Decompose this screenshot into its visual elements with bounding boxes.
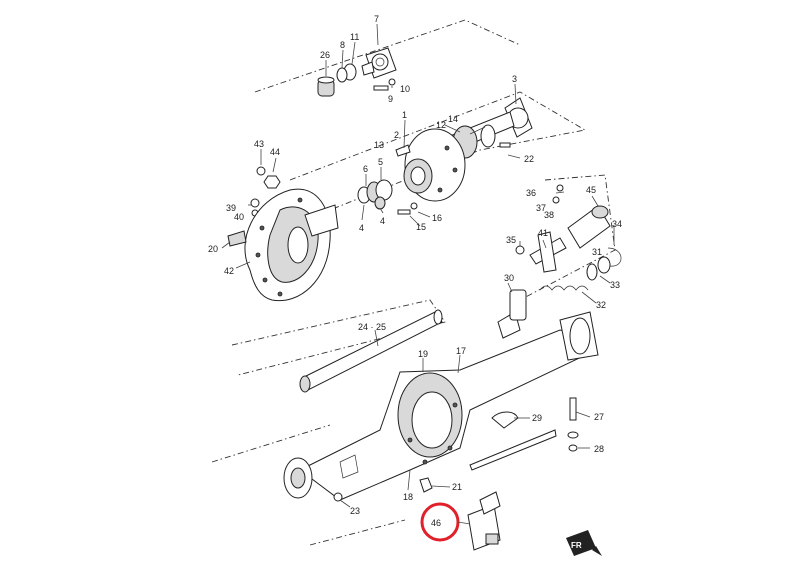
callout-4a: 4 xyxy=(359,223,364,233)
callout-18: 18 xyxy=(403,492,413,502)
callout-27: 27 xyxy=(594,412,604,422)
callout-45: 45 xyxy=(586,185,596,195)
callout-38: 38 xyxy=(544,210,554,220)
callout-44: 44 xyxy=(270,147,280,157)
axle-shaft xyxy=(299,309,443,393)
callout-28: 28 xyxy=(594,444,604,454)
callout-19: 19 xyxy=(418,349,428,359)
side-gear-set xyxy=(357,179,418,215)
shift-spring-assembly xyxy=(497,256,611,339)
callout-5: 5 xyxy=(378,157,383,167)
small-fasteners-left xyxy=(250,166,281,217)
callout-46: 46 xyxy=(431,518,441,528)
part-callouts: 7 11 8 26 10 9 3 1 2 14 12 13 22 43 44 6… xyxy=(208,14,622,528)
callout-4b: 4 xyxy=(380,216,385,226)
callout-20: 20 xyxy=(208,244,218,254)
bracket-part-46[interactable] xyxy=(467,491,501,551)
ring-gear xyxy=(227,188,339,302)
callout-8: 8 xyxy=(340,40,345,50)
callout-7: 7 xyxy=(374,14,379,24)
leader-lines xyxy=(221,23,615,525)
callout-14: 14 xyxy=(448,114,458,124)
callout-17: 17 xyxy=(456,346,466,356)
callout-36: 36 xyxy=(526,188,536,198)
callout-34: 34 xyxy=(612,219,622,229)
shift-actuator xyxy=(515,184,622,273)
callout-1: 1 xyxy=(402,110,407,120)
callout-33: 33 xyxy=(610,280,620,290)
callout-23: 23 xyxy=(350,506,360,516)
callout-3: 3 xyxy=(512,74,517,84)
callout-2: 2 xyxy=(394,130,399,140)
callout-21: 21 xyxy=(452,482,462,492)
callout-29: 29 xyxy=(532,413,542,423)
callout-42: 42 xyxy=(224,266,234,276)
callout-41: 41 xyxy=(538,228,548,238)
axle-housing xyxy=(283,311,599,501)
callout-13: 13 xyxy=(374,140,384,150)
front-direction-marker: FR xyxy=(566,530,602,556)
callout-22: 22 xyxy=(524,154,534,164)
callout-24-25: 24 · 25 xyxy=(358,322,386,332)
callout-32: 32 xyxy=(596,300,606,310)
callout-10: 10 xyxy=(400,84,410,94)
breather-hose-assembly xyxy=(333,397,579,502)
callout-31: 31 xyxy=(592,247,602,257)
hub-flange-assembly xyxy=(317,47,397,97)
callout-26: 26 xyxy=(320,50,330,60)
callout-11: 11 xyxy=(350,32,359,42)
callout-6: 6 xyxy=(363,164,368,174)
callout-16: 16 xyxy=(432,213,442,223)
differential-case xyxy=(395,128,466,202)
callout-43: 43 xyxy=(254,139,264,149)
front-marker-text: FR xyxy=(571,541,582,550)
callout-40: 40 xyxy=(234,212,244,222)
callout-12: 12 xyxy=(436,120,446,130)
callout-15: 15 xyxy=(416,222,426,232)
callout-35: 35 xyxy=(506,235,516,245)
callout-39: 39 xyxy=(226,203,236,213)
callout-30: 30 xyxy=(504,273,514,283)
callout-9: 9 xyxy=(388,94,393,104)
callout-37: 37 xyxy=(536,203,546,213)
